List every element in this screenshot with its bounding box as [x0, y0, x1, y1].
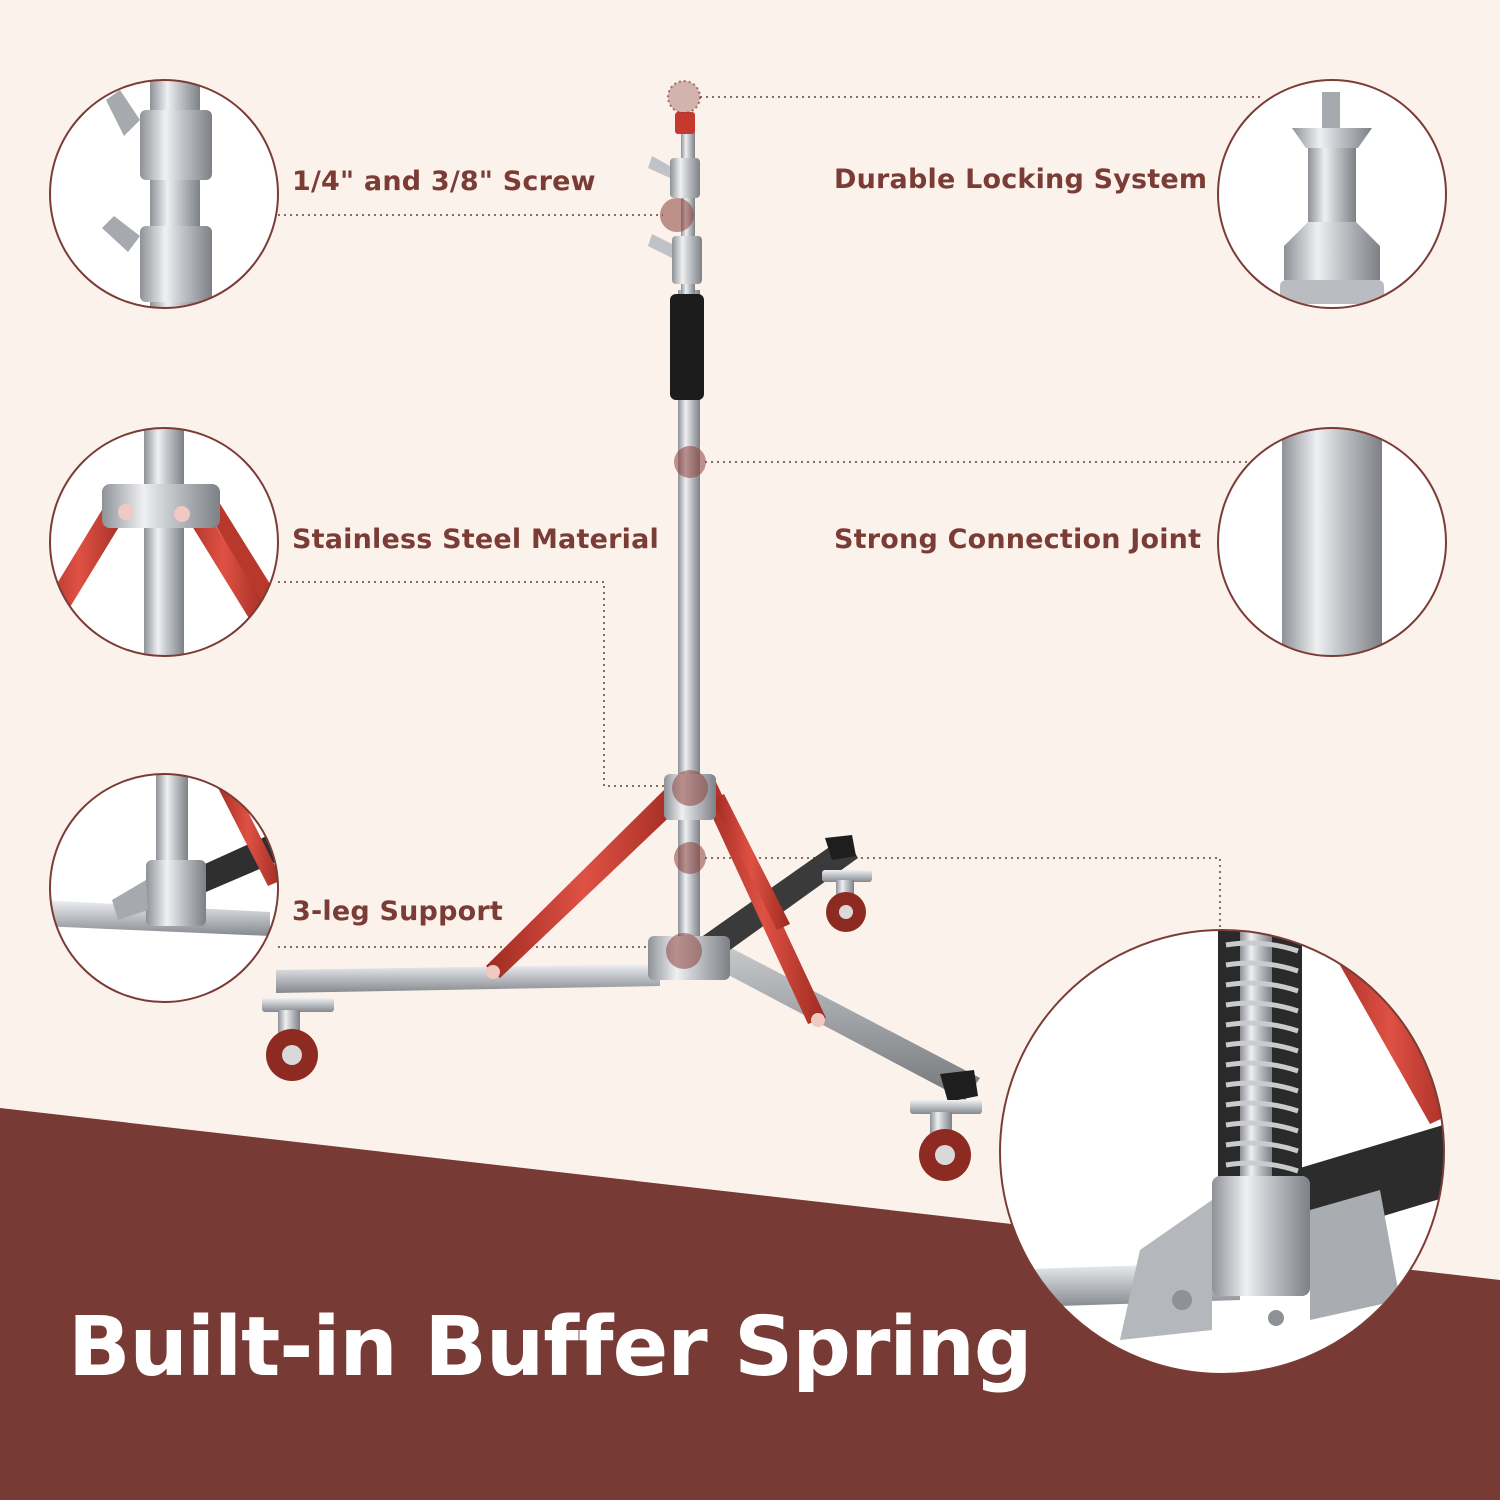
callout-stainless-steel: Stainless Steel Material	[292, 524, 659, 555]
bottom-banner	[0, 1108, 1500, 1500]
headline: Built-in Buffer Spring	[68, 1300, 1033, 1395]
callout-connection-joint: Strong Connection Joint	[834, 524, 1202, 555]
detail-spring-circle	[999, 929, 1445, 1375]
callout-screw: 1/4" and 3/8" Screw	[292, 166, 596, 197]
light-stand	[262, 80, 982, 1181]
riser-clamps	[648, 112, 702, 284]
callout-markers	[660, 80, 708, 969]
detail-joint-circle	[49, 427, 279, 657]
detail-clamps-circle	[49, 79, 279, 309]
callout-leg-support: 3-leg Support	[292, 896, 503, 927]
base-legs	[276, 835, 980, 1102]
detail-tube-circle	[1217, 427, 1447, 657]
red-struts	[486, 782, 826, 1027]
caster-wheels	[262, 870, 982, 1181]
detail-base-circle	[49, 773, 279, 1003]
callout-locking-system: Durable Locking System	[834, 164, 1208, 195]
detail-spigot-circle	[1217, 79, 1447, 309]
leader-lines	[278, 96, 1262, 948]
foam-grip	[670, 294, 704, 400]
